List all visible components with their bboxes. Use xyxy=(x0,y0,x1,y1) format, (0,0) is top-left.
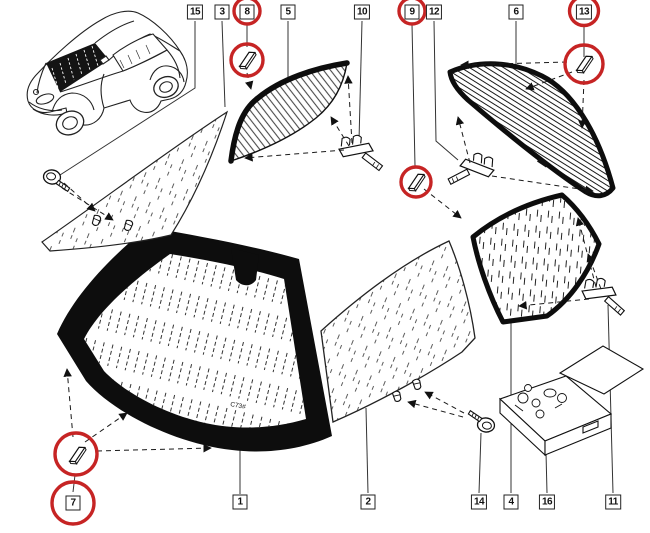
highlight-ring-pad-13 xyxy=(563,43,605,85)
windshield-stamp: C73# xyxy=(230,401,247,411)
callout-label: 6 xyxy=(513,6,519,17)
callout-label: 9 xyxy=(409,6,415,17)
callout-13[interactable]: 13 xyxy=(575,4,593,20)
callout-1[interactable]: 1 xyxy=(232,494,248,510)
rear-wheel xyxy=(153,75,179,99)
callout-label: 14 xyxy=(473,496,485,507)
callout-label: 7 xyxy=(70,497,76,508)
windshield-part-1: C73# xyxy=(57,227,332,452)
highlight-ring-pad-7 xyxy=(53,431,99,477)
callout-16[interactable]: 16 xyxy=(538,494,556,510)
adhesive-pad-8-icon xyxy=(235,49,261,72)
mirror-mount-notch xyxy=(231,248,259,286)
highlight-ring-callout-9 xyxy=(397,0,427,26)
leader-lines xyxy=(59,20,614,494)
callout-12[interactable]: 12 xyxy=(425,4,443,20)
callout-label: 12 xyxy=(428,6,440,17)
rear-quarter-glass-part-4 xyxy=(470,192,602,325)
highlight-ring-pad-9 xyxy=(399,165,433,199)
glass-clip-icon xyxy=(411,377,423,391)
callout-2[interactable]: 2 xyxy=(360,494,376,510)
glass-stop-11-icon xyxy=(578,274,630,317)
callout-14[interactable]: 14 xyxy=(470,494,488,510)
callout-3[interactable]: 3 xyxy=(214,4,230,20)
fitting-kit-box-part-16 xyxy=(498,345,645,457)
highlight-ring-callout-8 xyxy=(232,0,262,26)
highlight-ring-callout-7 xyxy=(50,480,96,526)
highlight-ring-callout-13 xyxy=(567,0,601,28)
callout-label: 10 xyxy=(356,6,368,17)
callout-label: 3 xyxy=(219,6,225,17)
front-quarter-glass-part-5 xyxy=(228,60,350,164)
callout-11[interactable]: 11 xyxy=(605,494,621,510)
rear-window-stud xyxy=(537,157,549,168)
adhesive-pad-13-icon xyxy=(572,53,598,76)
callout-8[interactable]: 8 xyxy=(239,4,255,20)
vehicle-windshield xyxy=(46,43,109,92)
recall-highlight-rings xyxy=(50,0,605,526)
highlight-ring-pad-8 xyxy=(229,42,265,78)
assembly-arrows xyxy=(61,60,602,453)
callout-6[interactable]: 6 xyxy=(508,4,524,20)
callout-7[interactable]: 7 xyxy=(65,495,81,511)
callout-label: 5 xyxy=(285,6,291,17)
callout-15[interactable]: 15 xyxy=(186,4,204,20)
callout-10[interactable]: 10 xyxy=(353,4,371,20)
vehicle-illustration xyxy=(26,10,188,136)
callout-label: 13 xyxy=(578,6,590,17)
vehicle-side-glass xyxy=(112,33,168,72)
screw-15-icon xyxy=(41,168,73,193)
glass-stop-10-icon xyxy=(336,132,386,172)
callout-9[interactable]: 9 xyxy=(404,4,420,20)
rear-window-part-6 xyxy=(447,61,616,199)
callout-label: 11 xyxy=(608,496,618,507)
door-glass-left-part-3 xyxy=(41,110,229,252)
callout-label: 2 xyxy=(365,496,371,507)
callout-5[interactable]: 5 xyxy=(280,4,296,20)
box-handle-hole xyxy=(582,420,599,434)
brand-logo xyxy=(32,88,40,96)
callout-4[interactable]: 4 xyxy=(503,494,519,510)
screw-14-icon xyxy=(465,409,497,434)
callout-label: 8 xyxy=(244,6,250,17)
callout-label: 1 xyxy=(237,496,243,507)
glass-clip-icon xyxy=(391,389,403,403)
front-wheel xyxy=(55,110,85,136)
callout-label: 16 xyxy=(541,496,553,507)
headlight xyxy=(35,93,55,105)
callout-label: 4 xyxy=(508,496,514,507)
adhesive-pad-7-icon xyxy=(65,444,91,467)
callout-label: 15 xyxy=(189,6,201,17)
